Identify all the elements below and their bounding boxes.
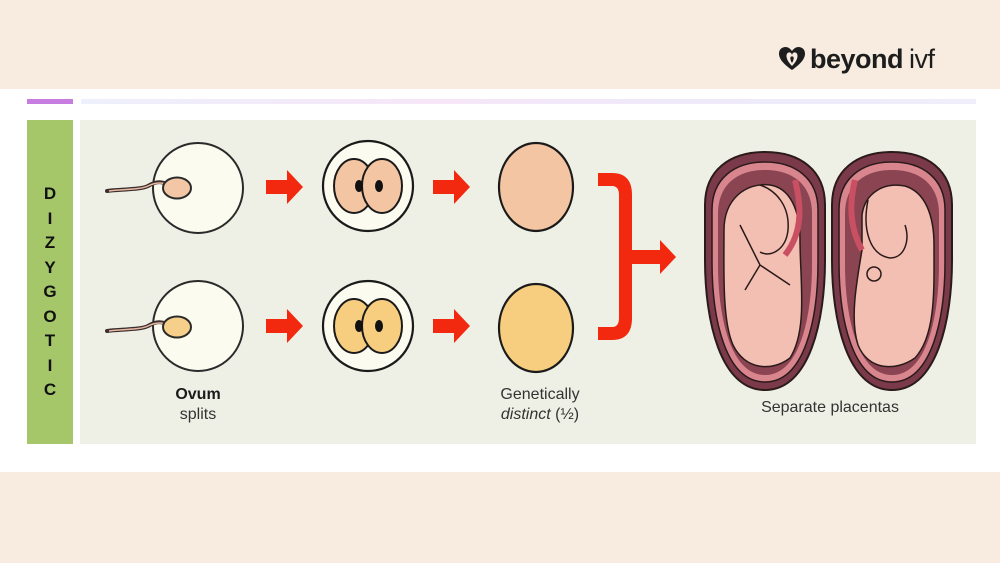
bracket-arrow-icon — [598, 173, 676, 340]
embryo-top — [497, 141, 575, 233]
letter: T — [44, 331, 56, 350]
stage-title: Genetically — [500, 386, 580, 403]
placenta-right — [831, 150, 953, 392]
letter: G — [43, 282, 57, 301]
letter: O — [43, 306, 57, 326]
heart-logo-icon — [779, 47, 805, 70]
stage-subtitle: splits — [179, 406, 217, 423]
letter: I — [47, 355, 53, 375]
zygote-top — [321, 139, 415, 233]
letter: Z — [44, 233, 56, 252]
brand-suffix: ivf — [909, 43, 935, 74]
zygote-bottom — [321, 279, 415, 373]
divider-line — [81, 99, 976, 104]
stage-label-ovum: Ovum splits — [146, 385, 250, 425]
brand-name: beyond — [810, 43, 904, 74]
letter: Y — [44, 257, 56, 277]
sperm-head-top — [162, 176, 192, 200]
stage-title: Ovum — [175, 386, 221, 403]
ovum-top — [105, 142, 244, 234]
brand-logo[interactable]: beyond ivf — [778, 44, 935, 74]
stage-subtitle: distinct (½) — [500, 406, 580, 423]
sperm-head-bottom — [162, 315, 192, 339]
arrow-icon — [266, 309, 303, 343]
accent-bar — [27, 99, 73, 104]
stage-label-placentas: Separate placentas — [761, 399, 899, 416]
letter: D — [43, 184, 57, 203]
stage-label-genetics: Genetically distinct (½) — [470, 385, 610, 425]
letter: C — [43, 380, 57, 399]
dizygotic-tab — [27, 120, 73, 444]
arrow-icon — [266, 170, 303, 204]
embryo-bottom — [497, 282, 575, 374]
letter: I — [47, 208, 53, 228]
arrow-icon — [433, 170, 470, 204]
arrow-icon — [433, 309, 470, 343]
ovum-bottom — [105, 280, 244, 372]
dizygotic-label: D I Z Y G O T I C — [27, 182, 73, 403]
placenta-left — [704, 150, 826, 392]
